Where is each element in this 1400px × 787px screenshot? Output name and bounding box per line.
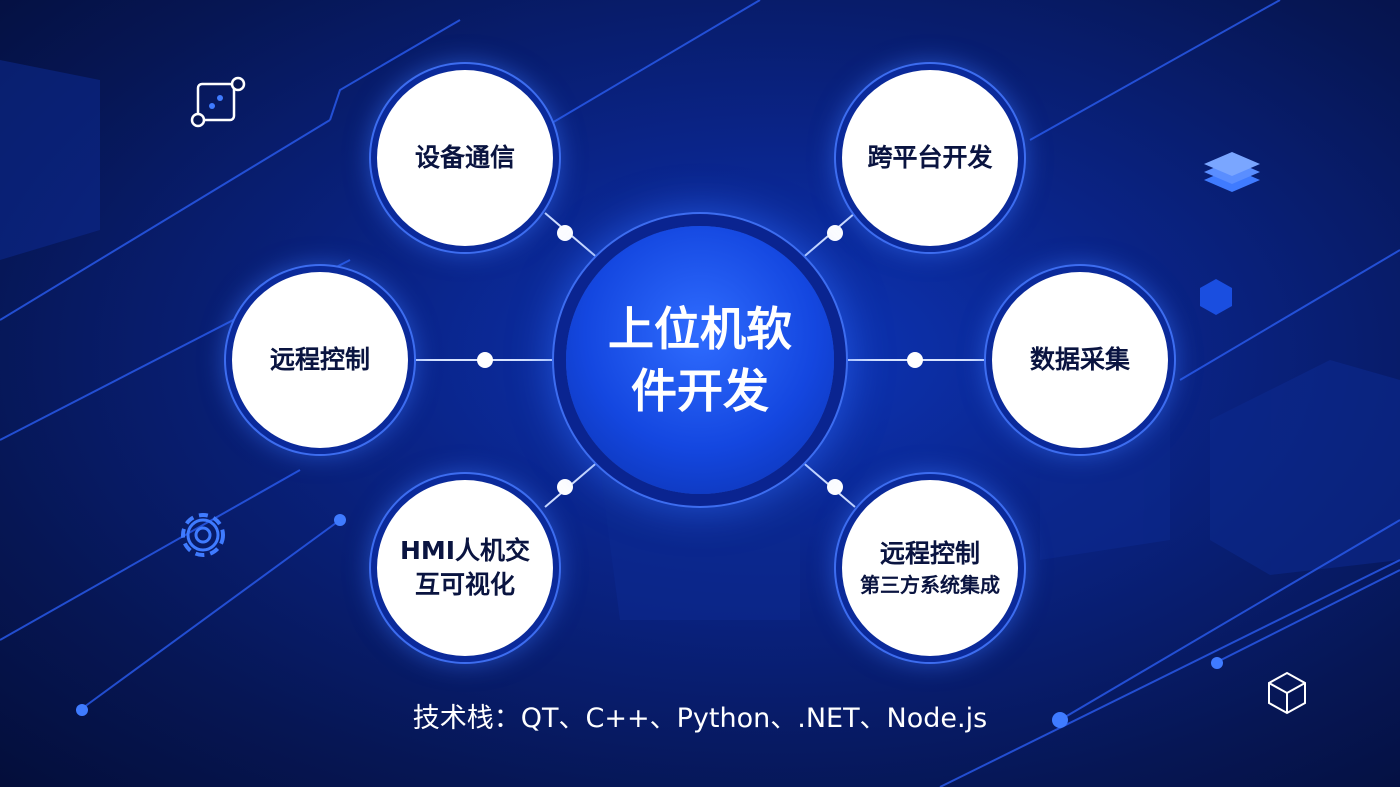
node-remote-control: 远程控制 [232,272,408,448]
node-label: HMI人机交互可视化 [399,536,531,599]
node-label: 远程控制 [879,539,980,568]
node-graph-icon [190,76,246,128]
center-topic: 上位机软件开发 [566,226,834,494]
center-title: 上位机软件开发 [608,302,792,418]
cube-icon [1268,671,1306,715]
node-hmi: HMI人机交互可视化 [377,480,553,656]
node-label: 设备通信 [414,143,515,172]
node-sublabel: 第三方系统集成 [860,573,1000,597]
node-device-comm: 设备通信 [377,70,553,246]
tech-stack: 技术栈：QT、C++、Python、.NET、Node.js [412,703,988,734]
node-cross-platform: 跨平台开发 [842,70,1018,246]
node-label: 远程控制 [269,345,370,374]
layers-icon [1204,152,1260,192]
node-data-acquisition: 数据采集 [992,272,1168,448]
node-label: 跨平台开发 [867,143,993,172]
node-label: 数据采集 [1029,345,1130,374]
connector-dots [477,225,923,495]
node-integration: 远程控制 第三方系统集成 [842,480,1018,656]
gear-icon [181,513,225,557]
